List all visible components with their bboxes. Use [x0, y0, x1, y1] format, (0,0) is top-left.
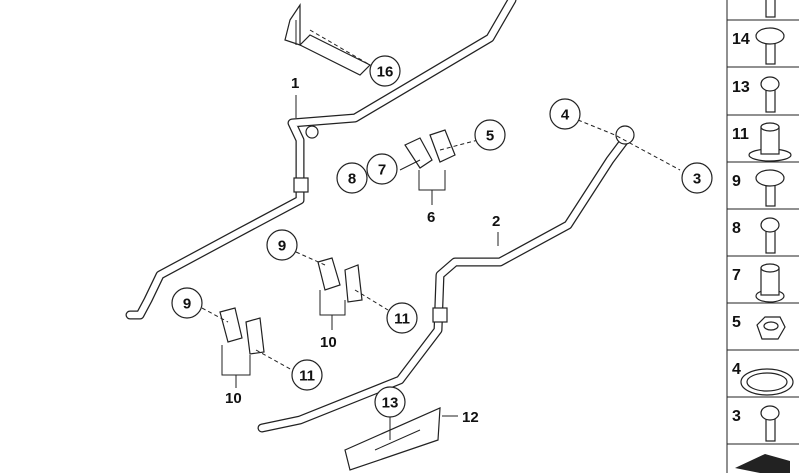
callout-5[interactable]: 5 — [474, 119, 506, 151]
rivet-nut-icon — [755, 263, 785, 303]
svg-text:7: 7 — [378, 162, 386, 179]
bracket-16 — [284, 3, 372, 76]
part-cell[interactable]: 5 — [727, 314, 799, 351]
callout-9-lower[interactable]: 9 — [171, 287, 203, 319]
callout-16[interactable]: 16 — [369, 55, 401, 87]
svg-text:9: 9 — [278, 238, 286, 255]
bracket-icon — [735, 454, 790, 473]
o-ring-icon — [740, 368, 794, 396]
label-10-lower[interactable]: 10 — [225, 390, 242, 407]
part-cell[interactable]: 13 — [727, 76, 799, 116]
callout-11-lower[interactable]: 11 — [291, 359, 323, 391]
part-cell[interactable]: 11 — [727, 122, 799, 163]
part-number: 3 — [732, 408, 741, 425]
part-cell[interactable] — [727, 0, 799, 21]
callout-7[interactable]: 7 — [366, 153, 398, 185]
part-number: 9 — [732, 173, 741, 190]
flange-rivet-nut-icon — [755, 27, 785, 65]
part-cell[interactable]: 3 — [727, 405, 799, 445]
svg-text:9: 9 — [183, 296, 191, 313]
tube-fitting — [305, 125, 319, 139]
bolt-icon — [765, 0, 776, 18]
callout-8[interactable]: 8 — [336, 162, 368, 194]
callout-3[interactable]: 3 — [681, 162, 713, 194]
oil-line-1[interactable] — [125, 0, 517, 320]
part-cell[interactable] — [727, 454, 799, 473]
part-cell[interactable]: 7 — [727, 263, 799, 304]
svg-text:5: 5 — [486, 128, 494, 145]
clip-10-upper — [317, 257, 363, 303]
callout-9-upper[interactable]: 9 — [266, 229, 298, 261]
svg-text:11: 11 — [299, 368, 315, 385]
label-2[interactable]: 2 — [492, 213, 500, 230]
hex-bolt-icon — [760, 405, 780, 442]
callout-11-upper[interactable]: 11 — [386, 302, 418, 334]
svg-text:3: 3 — [693, 171, 701, 188]
svg-text:8: 8 — [348, 171, 356, 188]
callout-4[interactable]: 4 — [549, 98, 581, 130]
o-ring-fitting — [615, 125, 635, 145]
part-number: 5 — [732, 314, 741, 331]
pan-head-screw-icon — [755, 169, 785, 207]
hex-bolt-icon — [760, 217, 780, 254]
part-number: 13 — [732, 79, 750, 96]
part-cell[interactable]: 14 — [727, 27, 799, 68]
label-1[interactable]: 1 — [291, 75, 299, 92]
svg-text:13: 13 — [382, 395, 399, 412]
socket-bolt-icon — [760, 76, 780, 113]
hose-clamp — [432, 307, 448, 323]
bracket-12 — [344, 407, 441, 471]
part-number: 4 — [732, 361, 741, 378]
label-10-upper[interactable]: 10 — [320, 334, 337, 351]
svg-text:4: 4 — [561, 107, 570, 124]
hose-clamp — [293, 177, 309, 193]
part-cell[interactable]: 9 — [727, 169, 799, 210]
parts-column: 14 13 11 9 8 7 5 4 3 — [726, 0, 799, 473]
part-number: 8 — [732, 220, 741, 237]
callout-13[interactable]: 13 — [374, 386, 406, 418]
svg-text:16: 16 — [377, 64, 394, 81]
part-number: 7 — [732, 267, 741, 284]
clip-10-lower — [219, 307, 265, 355]
part-number: 11 — [732, 126, 749, 143]
hex-nut-icon — [756, 316, 786, 340]
part-number: 14 — [732, 31, 750, 48]
label-6[interactable]: 6 — [427, 209, 435, 226]
oil-line-2[interactable] — [257, 125, 635, 433]
clip-6 — [404, 129, 456, 169]
flanged-sleeve-icon — [748, 122, 792, 162]
part-cell[interactable]: 8 — [727, 217, 799, 257]
part-cell[interactable]: 4 — [727, 361, 799, 398]
label-12[interactable]: 12 — [462, 409, 479, 426]
svg-text:11: 11 — [394, 311, 410, 328]
